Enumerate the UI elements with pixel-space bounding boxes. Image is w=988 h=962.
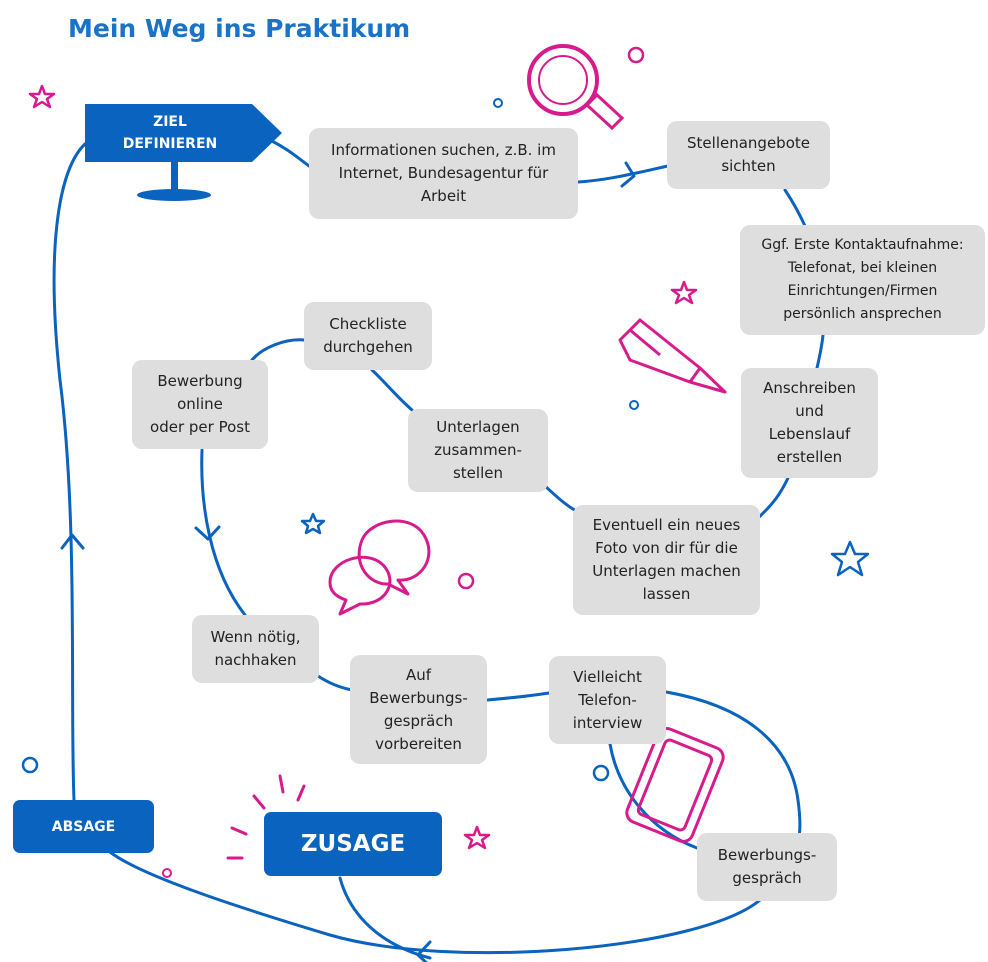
circle-icon <box>21 756 39 774</box>
path-zusage-bottom <box>338 876 432 960</box>
path-kontakt-anschreiben <box>815 333 825 370</box>
path-anschreiben-foto <box>756 476 790 520</box>
path-gespraech-absage <box>108 850 762 955</box>
step-foto: Eventuell ein neues Foto von dir für die… <box>573 505 760 615</box>
magnifier-icon <box>527 44 625 131</box>
step-checkliste: Checkliste durchgehen <box>304 302 432 370</box>
step-vorbereiten: Auf Bewerbungs- gespräch vorbereiten <box>350 655 487 764</box>
zusage-box <box>264 812 442 876</box>
ziel-label: ZIEL DEFINIEREN <box>122 114 218 152</box>
path-nachhaken-vorbereiten <box>316 674 354 692</box>
absage-box <box>13 800 154 853</box>
circle-icons <box>21 46 645 878</box>
step-stellenangebote: Stellenangebote sichten <box>667 121 830 189</box>
step-gespraech: Bewerbungs- gespräch <box>697 833 837 901</box>
pencil-icon <box>618 318 727 394</box>
path-unterlagen-checkliste <box>370 368 414 412</box>
path-foto-unterlagen <box>543 484 580 514</box>
path-checkliste-bewerbung <box>250 338 307 362</box>
arrow-head <box>416 940 432 962</box>
step-bewerbung: Bewerbung online oder per Post <box>132 360 268 449</box>
step-kontakt: Ggf. Erste Kontaktaufnahme: Telefonat, b… <box>740 225 985 335</box>
path-telefon-gespraech-inner <box>608 742 699 850</box>
circle-icon <box>457 572 475 590</box>
circle-icon <box>627 46 645 64</box>
circle-icon <box>162 868 172 878</box>
star-icon <box>463 825 491 850</box>
path-bewerbung-nachhaken <box>200 448 247 617</box>
path-absage-ziel <box>52 138 92 802</box>
star-icons <box>28 84 870 850</box>
step-anschreiben: Anschreiben und Lebenslauf erstellen <box>741 368 878 478</box>
zusage-rays <box>226 774 306 860</box>
step-unterlagen: Unterlagen zusammen- stellen <box>408 409 548 492</box>
arrow-head <box>620 161 636 188</box>
circle-icon <box>592 764 610 782</box>
page-title: Mein Weg ins Praktikum <box>68 14 411 43</box>
arrow-head <box>194 525 221 541</box>
step-telefoninterview: Vielleicht Telefon- interview <box>549 656 666 744</box>
star-icon <box>830 540 870 577</box>
path-ziel-info <box>268 138 314 170</box>
circle-icon <box>493 98 503 108</box>
star-icon <box>28 84 56 109</box>
circle-icon <box>629 400 639 410</box>
zusage-label: ZUSAGE <box>300 831 406 857</box>
path-vorbereiten-telefon <box>485 691 551 702</box>
smartphone-icon <box>625 727 725 843</box>
path-stellen-kontakt <box>783 188 807 228</box>
speech-bubbles-icon <box>328 519 431 616</box>
path-info-stellen <box>576 164 670 184</box>
step-nachhaken: Wenn nötig, nachhaken <box>192 615 319 683</box>
signpost-icon <box>85 104 282 201</box>
star-icon <box>300 512 326 535</box>
absage-label: ABSAGE <box>51 818 116 835</box>
star-icon <box>670 280 698 305</box>
arrow-head <box>60 533 85 550</box>
step-informationen: Informationen suchen, z.B. im Internet, … <box>309 128 578 219</box>
